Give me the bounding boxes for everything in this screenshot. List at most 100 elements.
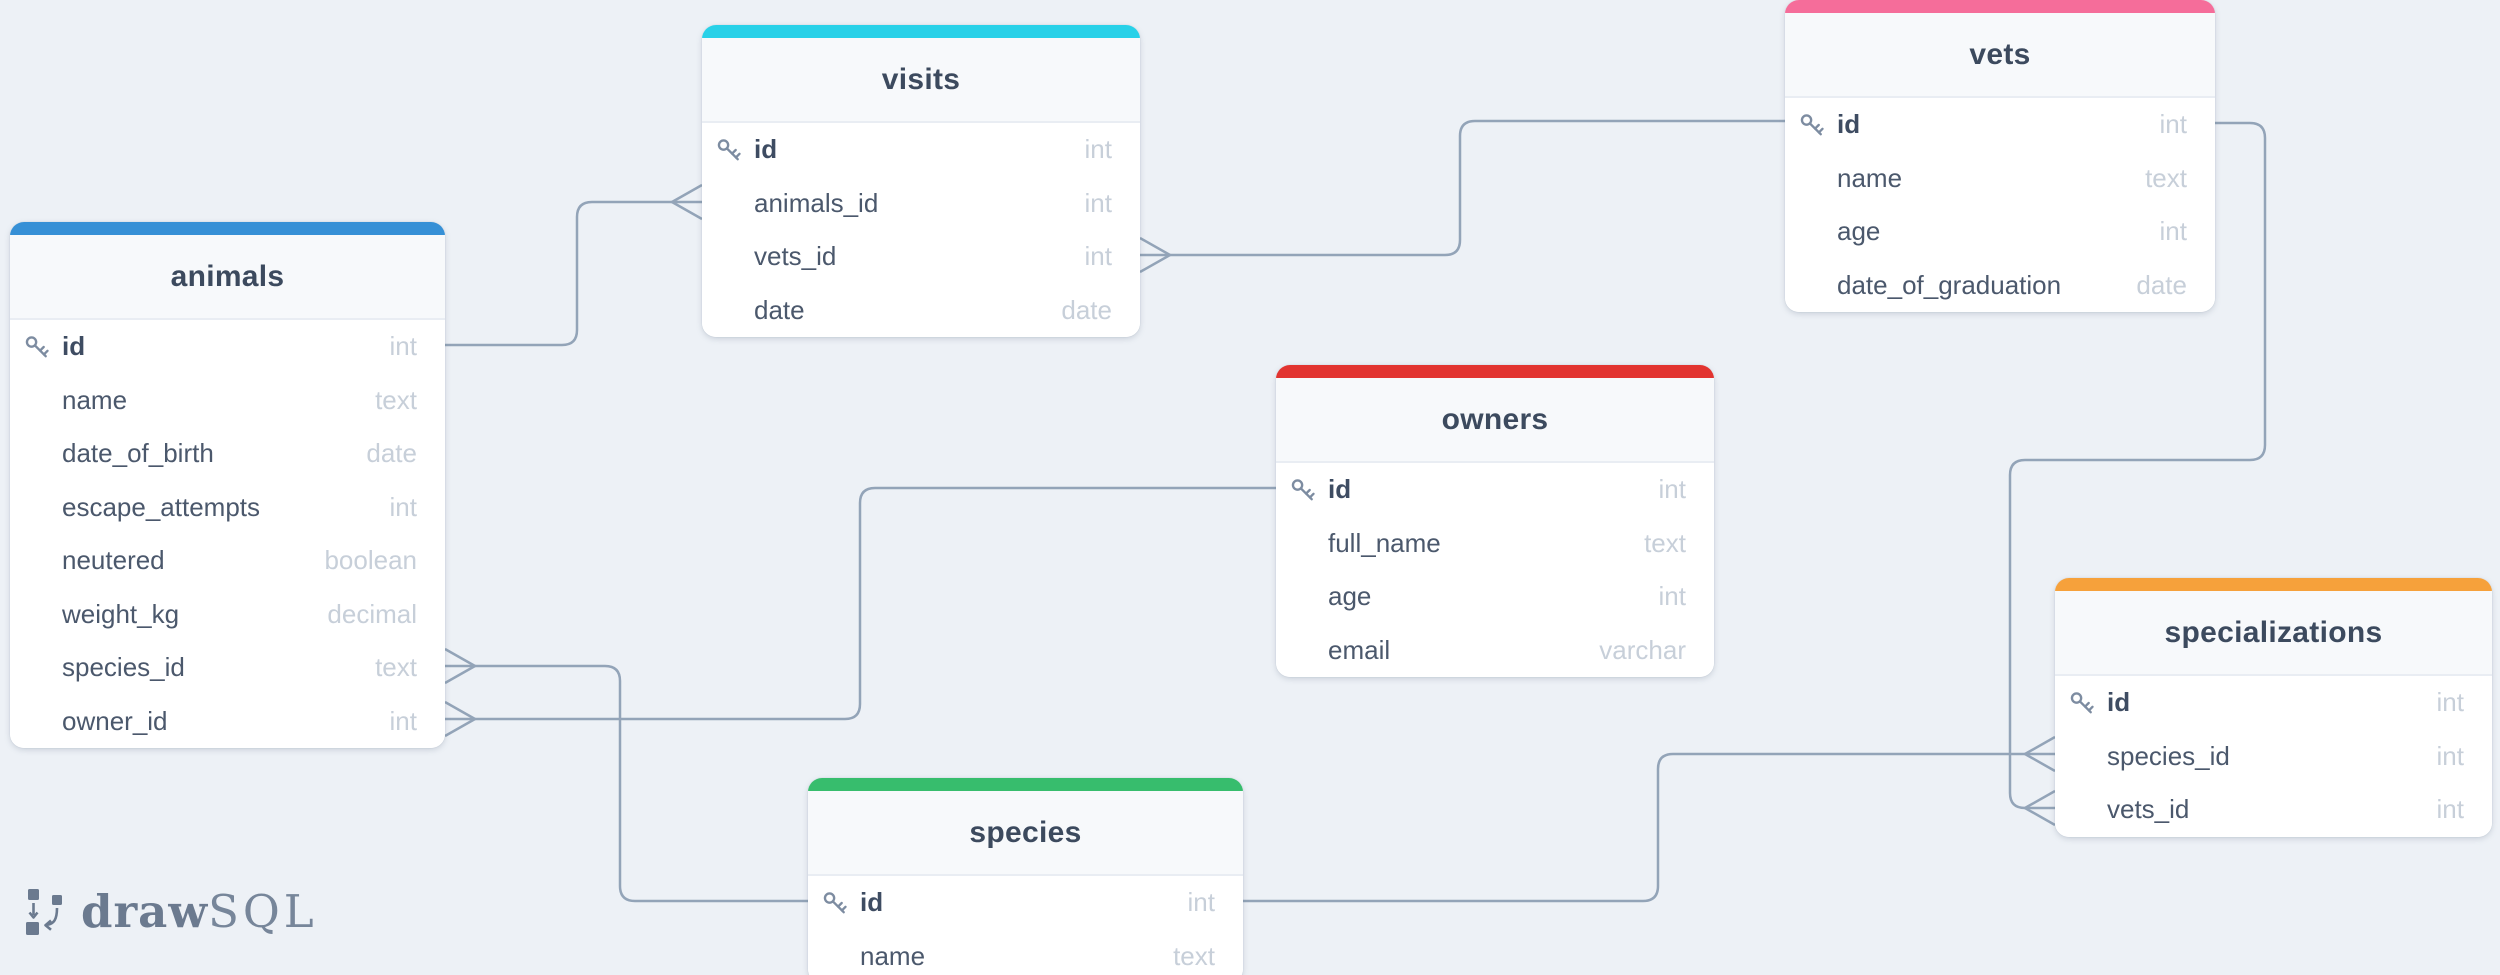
table-row[interactable]: date date bbox=[702, 283, 1140, 337]
field-type: int bbox=[2159, 216, 2187, 247]
field-name: id bbox=[754, 134, 778, 165]
field-type: boolean bbox=[324, 545, 417, 576]
field-name: name bbox=[62, 384, 128, 415]
relationship-line-species.id-specializations.species_id[interactable] bbox=[1243, 752, 2055, 903]
field-type: int bbox=[1187, 887, 1215, 918]
table-row[interactable]: date_of_graduation date bbox=[1785, 258, 2215, 312]
field-name: owner_id bbox=[62, 705, 168, 736]
table-rows: id int animals_id int vets_id int date d… bbox=[702, 123, 1140, 337]
table-row[interactable]: escape_attempts int bbox=[10, 480, 445, 534]
field-name: species_id bbox=[62, 652, 185, 683]
crow-foot-marker bbox=[444, 700, 476, 738]
crow-foot-marker bbox=[671, 183, 703, 221]
field-name: date bbox=[754, 294, 805, 325]
field-type: int bbox=[1084, 134, 1112, 165]
table-title: species bbox=[808, 791, 1243, 876]
field-type: date bbox=[366, 438, 417, 469]
field-name: date_of_graduation bbox=[1837, 269, 2062, 300]
field-name: name bbox=[860, 940, 926, 971]
key-icon bbox=[823, 892, 847, 914]
field-type: int bbox=[1658, 474, 1686, 505]
field-type: text bbox=[2145, 162, 2187, 193]
table-color-strip bbox=[2055, 578, 2492, 591]
relationship-line-animals.id-visits.animals_id[interactable] bbox=[445, 200, 702, 347]
field-name: id bbox=[1328, 474, 1352, 505]
drawsql-logo-text: drawSQL bbox=[81, 889, 318, 934]
table-row[interactable]: id int bbox=[1785, 98, 2215, 152]
relationship-line-species.id-animals.species_id[interactable] bbox=[445, 664, 808, 903]
field-name: neutered bbox=[62, 545, 165, 576]
field-name: full_name bbox=[1328, 527, 1441, 558]
table-rows: id int species_id int vets_id int bbox=[2055, 676, 2492, 837]
field-name: id bbox=[1837, 109, 1861, 140]
field-type: text bbox=[1644, 527, 1686, 558]
table-specializations[interactable]: specializations id int species_id int ve… bbox=[2055, 578, 2492, 837]
field-type: int bbox=[2159, 109, 2187, 140]
key-icon bbox=[717, 139, 741, 161]
table-owners[interactable]: owners id int full_name text age int bbox=[1276, 365, 1714, 677]
table-row[interactable]: id int bbox=[808, 876, 1243, 930]
table-row[interactable]: age int bbox=[1785, 205, 2215, 259]
table-row[interactable]: neutered boolean bbox=[10, 534, 445, 588]
table-row[interactable]: id int bbox=[10, 320, 445, 374]
field-type: int bbox=[1084, 241, 1112, 272]
table-row[interactable]: vets_id int bbox=[702, 230, 1140, 284]
table-rows: id int name text date_of_birth date esca… bbox=[10, 320, 445, 748]
table-visits[interactable]: visits id int animals_id int vets_id int bbox=[702, 25, 1140, 337]
relationship-line-owners.id-animals.owner_id[interactable] bbox=[445, 486, 1276, 721]
table-title: specializations bbox=[2055, 591, 2492, 676]
logo-word-draw: draw bbox=[81, 884, 209, 938]
field-type: int bbox=[389, 491, 417, 522]
relationship-line-vets.id-specializations.vets_id[interactable] bbox=[2008, 121, 2267, 810]
field-name: date_of_birth bbox=[62, 438, 214, 469]
table-row[interactable]: name text bbox=[10, 373, 445, 427]
relationship-line-vets.id-visits.vets_id[interactable] bbox=[1140, 119, 1785, 257]
crow-foot-marker bbox=[1139, 236, 1171, 274]
table-animals[interactable]: animals id int name text date_of_birth d… bbox=[10, 222, 445, 748]
table-row[interactable]: animals_id int bbox=[702, 176, 1140, 230]
drawsql-logo-icon bbox=[26, 889, 62, 935]
field-name: name bbox=[1837, 162, 1903, 193]
field-name: id bbox=[2107, 687, 2131, 718]
key-icon bbox=[2070, 692, 2094, 714]
field-name: id bbox=[860, 887, 884, 918]
table-row[interactable]: owner_id int bbox=[10, 694, 445, 748]
table-color-strip bbox=[808, 778, 1243, 791]
table-row[interactable]: email varchar bbox=[1276, 623, 1714, 677]
key-icon bbox=[1800, 114, 1824, 136]
table-vets[interactable]: vets id int name text age int bbox=[1785, 0, 2215, 312]
table-row[interactable]: id int bbox=[702, 123, 1140, 177]
field-type: int bbox=[2436, 794, 2464, 825]
table-row[interactable]: full_name text bbox=[1276, 516, 1714, 570]
field-type: int bbox=[389, 331, 417, 362]
table-row[interactable]: vets_id int bbox=[2055, 783, 2492, 837]
field-type: int bbox=[2436, 687, 2464, 718]
key-icon bbox=[25, 336, 49, 358]
field-name: age bbox=[1837, 216, 1881, 247]
field-type: text bbox=[1173, 940, 1215, 971]
field-type: int bbox=[1658, 581, 1686, 612]
table-row[interactable]: species_id int bbox=[2055, 729, 2492, 783]
table-row[interactable]: id int bbox=[2055, 676, 2492, 730]
field-type: int bbox=[389, 705, 417, 736]
table-row[interactable]: age int bbox=[1276, 570, 1714, 624]
table-row[interactable]: date_of_birth date bbox=[10, 427, 445, 481]
field-name: vets_id bbox=[754, 241, 837, 272]
field-type: int bbox=[2436, 740, 2464, 771]
table-rows: id int name text bbox=[808, 876, 1243, 975]
table-species[interactable]: species id int name text bbox=[808, 778, 1243, 975]
table-row[interactable]: name text bbox=[808, 929, 1243, 975]
field-type: decimal bbox=[327, 598, 417, 629]
table-row[interactable]: id int bbox=[1276, 463, 1714, 517]
field-name: age bbox=[1328, 581, 1372, 612]
table-rows: id int name text age int date_of_graduat… bbox=[1785, 98, 2215, 312]
table-row[interactable]: species_id text bbox=[10, 641, 445, 695]
field-type: date bbox=[1061, 294, 1112, 325]
logo-word-sql: SQL bbox=[208, 884, 318, 938]
field-type: varchar bbox=[1599, 634, 1686, 665]
table-row[interactable]: name text bbox=[1785, 151, 2215, 205]
field-type: int bbox=[1084, 187, 1112, 218]
table-row[interactable]: weight_kg decimal bbox=[10, 587, 445, 641]
